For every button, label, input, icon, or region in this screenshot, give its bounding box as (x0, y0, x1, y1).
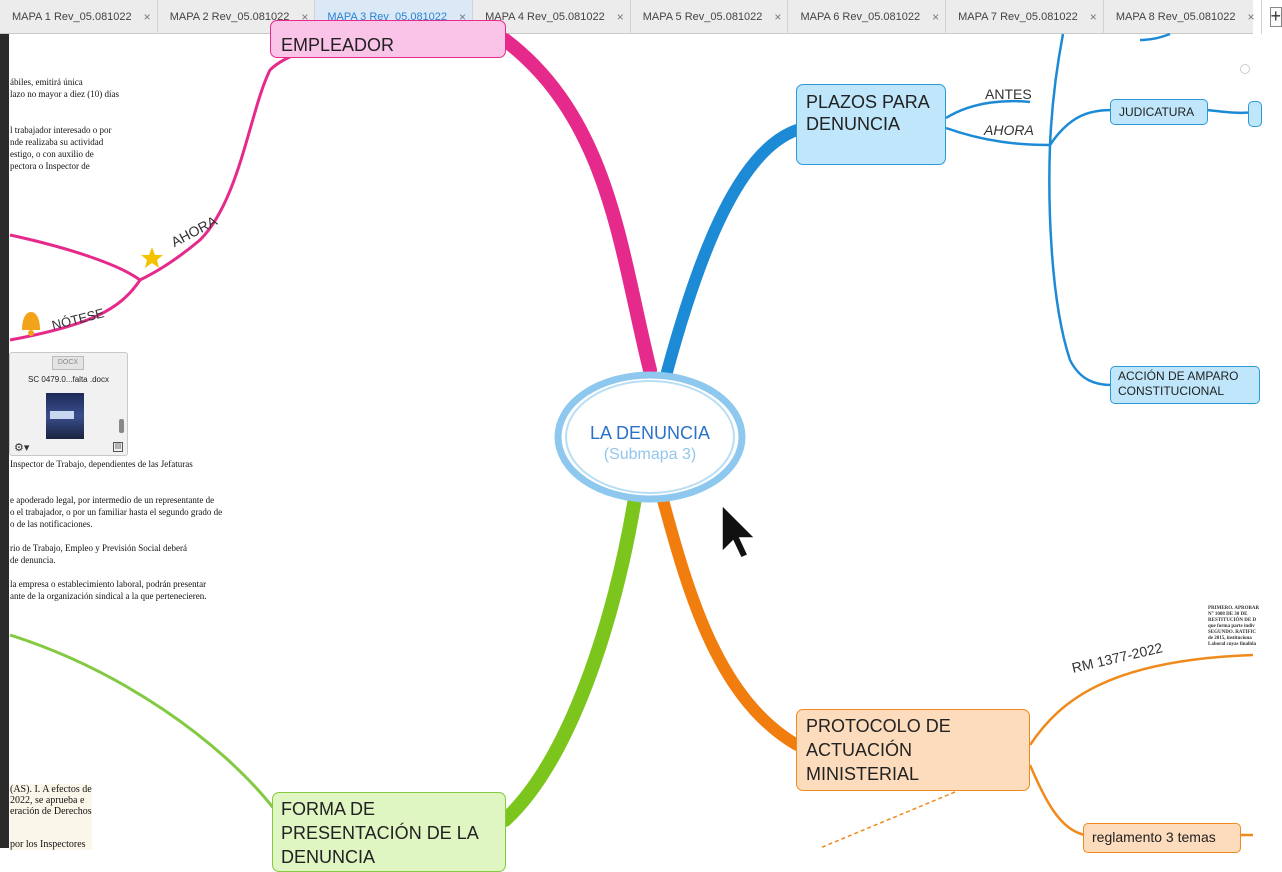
node-plazos[interactable]: PLAZOS PARA DENUNCIA (796, 84, 946, 165)
label-ahora-right: AHORA (984, 122, 1034, 138)
branch-green-main (505, 498, 635, 820)
doc-line: Laboral cuyas finalida (1208, 642, 1259, 648)
doc-line (10, 530, 222, 542)
node-protocolo-line1: PROTOCOLO DE (806, 714, 1020, 738)
add-tab-button[interactable]: + (1270, 7, 1282, 27)
branch-pink-main (505, 40, 650, 370)
doc-line: de denuncia. (10, 554, 222, 566)
label-antes: ANTES (985, 86, 1032, 102)
doc-line: nde realizaba su actividad (10, 136, 119, 148)
doc-line: (AS). I. A efectos de (10, 784, 92, 795)
branch-pink-up (140, 32, 505, 280)
doc-line: l trabajador interesado o por (10, 124, 119, 136)
node-plazos-line2: DENUNCIA (806, 113, 936, 135)
branch-orange-rm (1030, 655, 1253, 745)
file-thumbnail[interactable] (46, 393, 84, 439)
file-preview-panel[interactable]: DOCX SC 0479.0...falta .docx ⚙▾ ▤ (9, 352, 128, 456)
node-amparo[interactable]: ACCIÓN DE AMPARO CONSTITUCIONAL (1110, 366, 1260, 404)
node-reglamento-label: reglamento 3 temas (1092, 829, 1216, 845)
bell-icon (22, 312, 40, 336)
branch-blue-vertical (1049, 34, 1112, 385)
doc-line (10, 482, 222, 494)
doc-line: 2022, se aprueba e (10, 795, 92, 806)
doc-line: o el trabajador, o por un familiar hasta… (10, 506, 222, 518)
doc-line: lazo no mayor a diez (10) días (10, 88, 119, 100)
branch-pink-ahora (10, 235, 140, 280)
node-forma-line2: PRESENTACIÓN DE LA (281, 821, 497, 845)
node-amparo-line1: ACCIÓN DE AMPARO (1118, 369, 1252, 384)
central-node[interactable]: LA DENUNCIA (Submapa 3) (560, 423, 740, 464)
doc-line: la empresa o establecimiento laboral, po… (10, 578, 222, 590)
trash-icon[interactable]: ▤ (113, 442, 123, 452)
branch-blue-judicatura (1050, 110, 1112, 145)
doc-fragment-mid: Inspector de Trabajo, dependientes de la… (10, 458, 222, 602)
node-offscreen-blue[interactable] (1248, 101, 1262, 127)
edit-icon[interactable] (1240, 64, 1250, 74)
doc-line (10, 100, 119, 112)
doc-line: pectora o Inspector de (10, 160, 119, 172)
node-protocolo-line3: MINISTERIAL (806, 762, 1020, 786)
branch-orange-reglamento (1030, 765, 1085, 835)
node-plazos-line1: PLAZOS PARA (806, 91, 936, 113)
node-reglamento[interactable]: reglamento 3 temas (1083, 823, 1241, 853)
star-icon (141, 247, 163, 268)
node-judicatura[interactable]: JUDICATURA (1110, 99, 1208, 125)
node-judicatura-label: JUDICATURA (1119, 105, 1194, 119)
branch-blue-antes (946, 101, 1030, 118)
node-forma[interactable]: FORMA DE PRESENTACIÓN DE LA DENUNCIA (272, 792, 506, 872)
doc-line (10, 817, 92, 828)
file-name: SC 0479.0...falta .docx (12, 375, 125, 384)
dashed-link (820, 792, 955, 848)
central-node-title: LA DENUNCIA (560, 423, 740, 444)
node-protocolo[interactable]: PROTOCOLO DE ACTUACIÓN MINISTERIAL (796, 709, 1030, 791)
central-node-subtitle: (Submapa 3) (560, 446, 740, 464)
doc-line: ante de la organización sindical a la qu… (10, 590, 222, 602)
doc-line: ábiles, emitirá única (10, 76, 119, 88)
doc-line: Inspector de Trabajo, dependientes de la… (10, 458, 222, 470)
node-empleador[interactable]: EMPLEADOR (270, 20, 506, 58)
node-protocolo-line2: ACTUACIÓN (806, 738, 1020, 762)
file-panel-scrollbar[interactable] (119, 419, 124, 433)
branch-blue-judicatura-right (1207, 110, 1253, 113)
node-amparo-line2: CONSTITUCIONAL (1118, 384, 1252, 399)
file-type-badge: DOCX (52, 356, 84, 370)
doc-line (10, 566, 222, 578)
node-empleador-label: EMPLEADOR (281, 35, 495, 56)
node-forma-line1: FORMA DE (281, 797, 497, 821)
doc-line: o de las notificaciones. (10, 518, 222, 530)
branch-blue-main (667, 130, 797, 372)
mouse-cursor-icon (722, 505, 755, 558)
doc-line: por los Inspectores (10, 839, 92, 850)
branch-blue-top (1140, 34, 1170, 40)
doc-line (10, 112, 119, 124)
doc-line: estigo, o con auxilio de (10, 148, 119, 160)
doc-line: rio de Trabajo, Empleo y Previsión Socia… (10, 542, 222, 554)
node-forma-line3: DENUNCIA (281, 845, 497, 869)
doc-line (10, 470, 222, 482)
doc-line: e apoderado legal, por intermedio de un … (10, 494, 222, 506)
doc-line: eración de Derechos (10, 806, 92, 817)
doc-line (10, 828, 92, 839)
gear-icon[interactable]: ⚙▾ (14, 441, 29, 454)
